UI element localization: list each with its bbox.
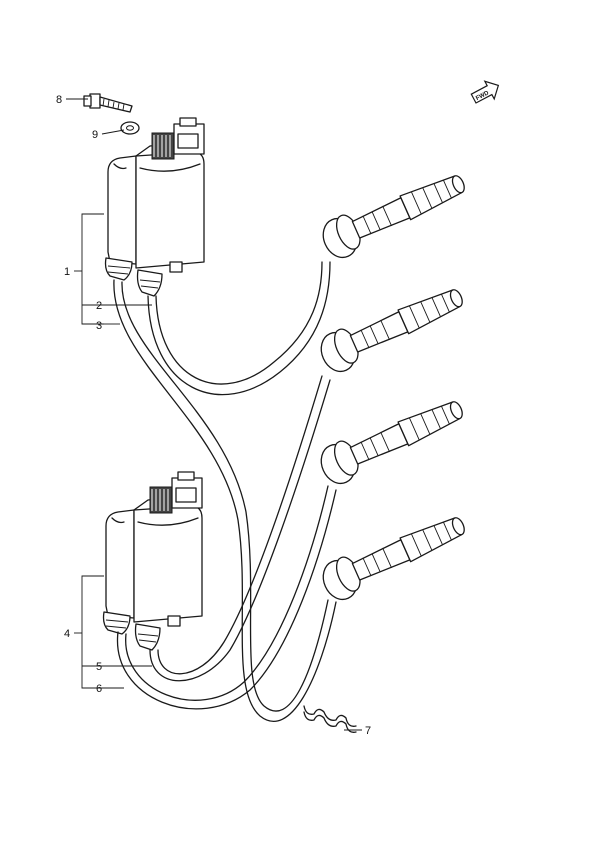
leader-lines — [66, 98, 362, 731]
spark-plug-cap-1 — [322, 175, 465, 259]
callout-1: 1 — [64, 266, 70, 278]
callout-3: 3 — [96, 320, 102, 332]
high-tension-cords — [113, 261, 337, 722]
callout-2: 2 — [96, 300, 102, 312]
washer — [120, 121, 140, 135]
callout-4: 4 — [64, 628, 70, 640]
callout-8: 8 — [56, 94, 62, 106]
callout-6: 6 — [96, 683, 102, 695]
ignition-coil-lower — [102, 471, 203, 651]
callout-numbers: 8 9 1 2 3 4 5 6 7 — [56, 94, 371, 737]
callout-5: 5 — [96, 661, 102, 673]
spark-plug-cap-3 — [320, 401, 463, 485]
bolt — [83, 93, 133, 113]
cord-clamp — [303, 705, 357, 733]
front-direction-arrow-icon: FWD — [470, 80, 500, 104]
callout-7: 7 — [365, 725, 371, 737]
ignition-coil-upper — [104, 117, 205, 297]
spark-plug-cap-2 — [320, 289, 463, 373]
callout-9: 9 — [92, 129, 98, 141]
spark-plug-cap-4 — [322, 517, 465, 601]
